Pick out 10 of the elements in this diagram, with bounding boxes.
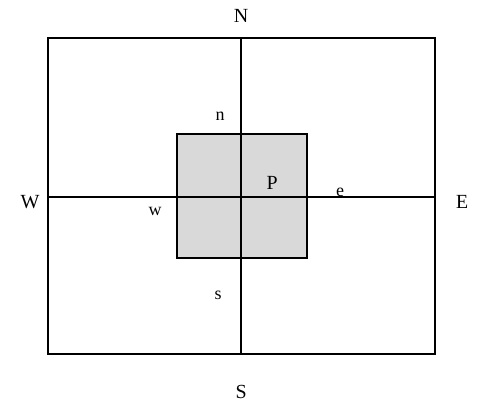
face-label: e [336,181,344,199]
face-label: n [216,105,224,123]
control-volume [176,133,308,259]
node-point-label: S [235,382,247,402]
node-point-label: N [234,6,248,26]
node-label: P [266,173,278,193]
face-label: w [148,200,162,218]
node-point-label: W [20,192,40,212]
face-label: s [214,284,222,302]
node-point-label: E [456,192,468,212]
